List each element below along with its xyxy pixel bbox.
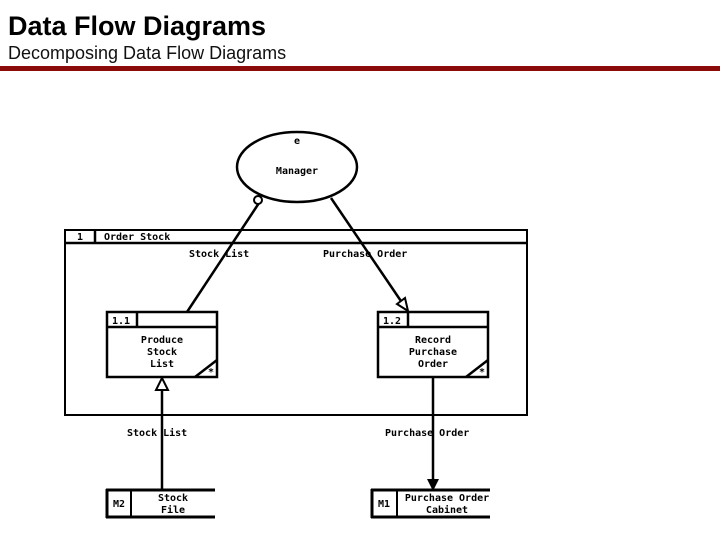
parent-process-name: Order Stock bbox=[104, 232, 170, 243]
flow-label-stock-list-upper: Stock List bbox=[189, 248, 249, 260]
data-store-m1-name-line-1: Purchase Order bbox=[405, 493, 489, 504]
process-1-2-name-line-1: Record bbox=[415, 335, 451, 346]
slide-subtitle: Decomposing Data Flow Diagrams bbox=[8, 43, 287, 63]
process-1-2-number: 1.2 bbox=[383, 316, 401, 327]
flow-label-stock-list-lower: Stock List bbox=[127, 427, 187, 439]
process-1-2-name-line-2: Purchase bbox=[409, 347, 457, 358]
title-rule bbox=[0, 66, 720, 71]
data-store-m1-id: M1 bbox=[378, 499, 390, 510]
process-1-1-name-line-2: Stock bbox=[147, 347, 177, 358]
flow-line-manager-to-record-purchase-order bbox=[329, 197, 407, 308]
flow-label-purchase-order-upper: Purchase Order bbox=[323, 249, 407, 260]
flow-line-stock-list-to-manager bbox=[185, 202, 261, 313]
external-entity-name: Manager bbox=[276, 166, 318, 177]
external-entity-ellipse bbox=[235, 130, 359, 204]
solid-arrowhead-into-data-store-m1 bbox=[427, 479, 439, 491]
flow-terminator-circle-at-manager bbox=[253, 195, 263, 205]
process-1-1-corner-mark: * bbox=[208, 367, 214, 378]
external-entity-id: e bbox=[294, 136, 300, 147]
process-1-2-name-line-3: Order bbox=[418, 359, 448, 370]
data-store-m2-id: M2 bbox=[113, 499, 125, 510]
flow-label-purchase-order-lower: Purchase Order bbox=[385, 428, 469, 439]
process-1-2-box bbox=[376, 310, 490, 379]
process-1-1-box bbox=[105, 310, 219, 379]
data-store-m1-name-line-2: Cabinet bbox=[426, 504, 468, 516]
process-1-1-number: 1.1 bbox=[112, 316, 130, 327]
process-1-1-name-line-1: Produce bbox=[141, 335, 183, 346]
process-1-2-corner-cut bbox=[465, 359, 489, 378]
data-store-m2-name-line-2: File bbox=[161, 504, 185, 516]
parent-process-number: 1 bbox=[77, 232, 83, 243]
slide-title: Data Flow Diagrams bbox=[8, 11, 267, 41]
data-store-m2-name-line-1: Stock bbox=[158, 493, 188, 504]
process-1-1-corner-cut bbox=[194, 359, 218, 378]
open-arrowhead-into-process-1-2 bbox=[395, 296, 410, 314]
process-1-2-corner-mark: * bbox=[479, 367, 485, 378]
parent-process-box bbox=[64, 229, 528, 416]
open-arrowhead-into-process-1-1 bbox=[154, 375, 170, 391]
process-1-1-name-line-3: List bbox=[150, 358, 174, 370]
